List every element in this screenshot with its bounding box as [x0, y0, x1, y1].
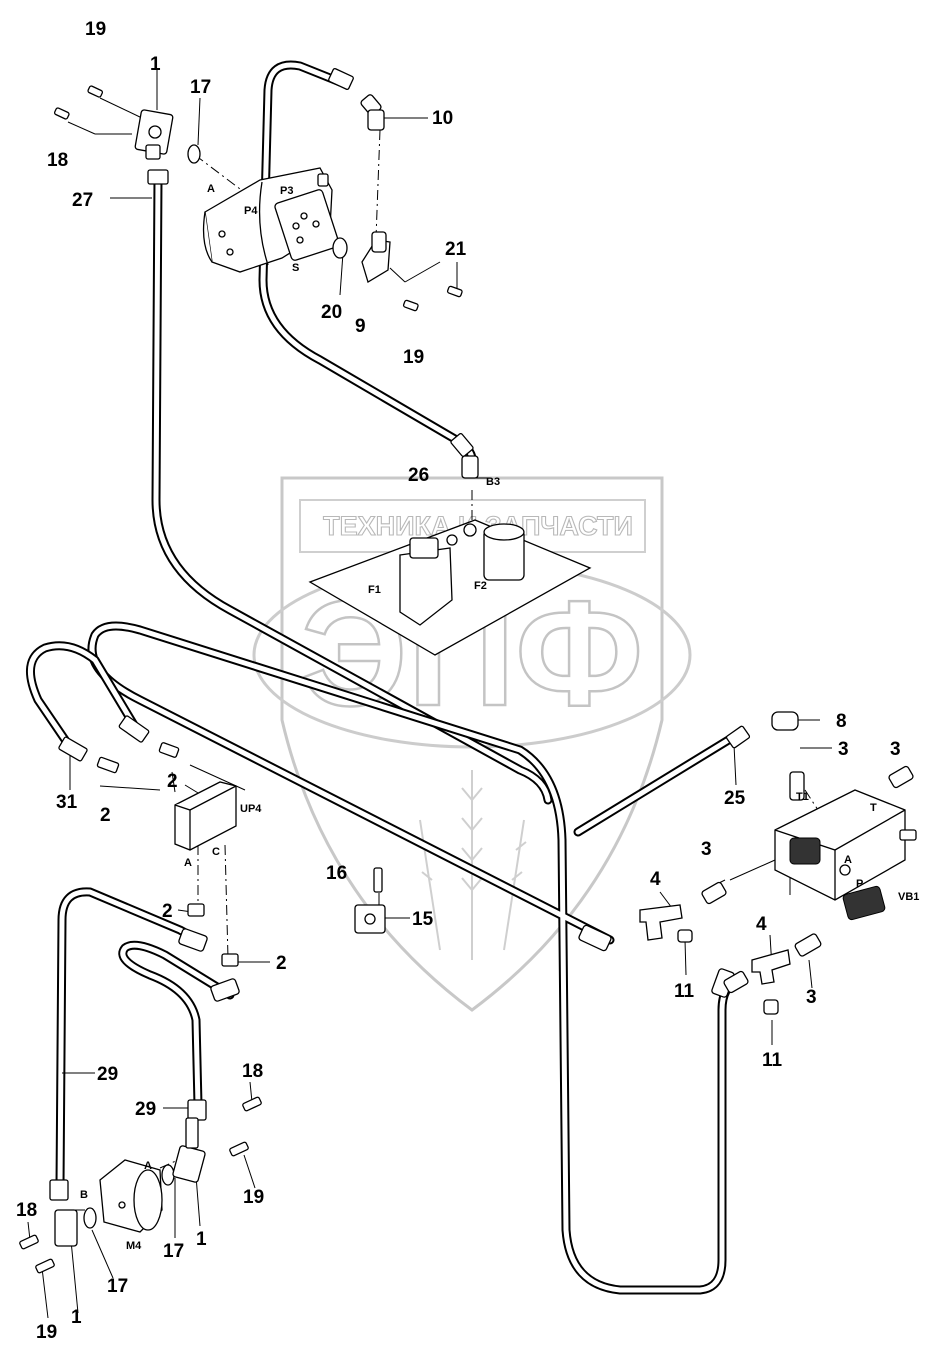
port-label: A [144, 1160, 152, 1172]
up4-block [174, 781, 237, 851]
bolt-icon [402, 285, 463, 312]
port-label: C [212, 846, 220, 858]
callout-label: 1 [150, 54, 161, 75]
bolt-icon [19, 1096, 262, 1274]
elbow-fitting-10 [360, 94, 385, 131]
port-labels: A P3 P4 S B3 F1 F2 UP4 A C T1 T A P VB1 … [80, 183, 919, 1252]
watermark-shield [280, 476, 664, 1012]
callout-label: 8 [836, 711, 847, 732]
callout-label: 4 [650, 869, 661, 890]
callout-label: 27 [72, 190, 93, 211]
callout-label: 17 [107, 1276, 128, 1297]
callout-label: 4 [756, 914, 767, 935]
callout-label: 2 [162, 901, 173, 922]
hose-31 [25, 641, 145, 755]
port-label: M4 [126, 1240, 142, 1252]
callout-label: 18 [242, 1061, 263, 1082]
port-label: A [207, 183, 215, 195]
callout-label: 29 [97, 1064, 118, 1085]
port-label: A [184, 857, 192, 869]
port-label: F1 [368, 584, 381, 596]
filter-plate [308, 519, 592, 656]
port-label: F2 [474, 580, 487, 592]
callout-label: 3 [701, 839, 712, 860]
port-label: UP4 [240, 803, 262, 815]
flange-fitting-left [54, 1209, 78, 1247]
port-label: B [80, 1189, 88, 1201]
hose-29-left [55, 887, 203, 1190]
callout-label: 10 [432, 108, 453, 129]
callout-label: 17 [163, 1241, 184, 1262]
port-label: P [856, 878, 863, 890]
hose-end-fittings [49, 68, 751, 1201]
hose-29-center [118, 940, 235, 1110]
o-ring-icon [83, 1207, 97, 1229]
flange-fitting-9 [361, 231, 391, 283]
callout-label: 17 [190, 77, 211, 98]
callout-label: 1 [71, 1307, 82, 1328]
callout-label: 11 [762, 1050, 783, 1071]
port-label: P4 [244, 205, 258, 217]
callout-label: 26 [408, 465, 429, 486]
o-ring-icon [161, 1164, 175, 1186]
bolt-icon [53, 85, 104, 120]
callout-label: 25 [724, 788, 746, 809]
callout-label: 21 [445, 239, 467, 260]
callout-label: 3 [838, 739, 849, 760]
callout-label: 3 [806, 987, 817, 1008]
callout-label: 20 [321, 302, 342, 323]
port-label: B3 [486, 476, 500, 488]
callout-label: 15 [412, 909, 434, 930]
elbow-fitting-8 [771, 711, 799, 731]
callout-label: 3 [890, 739, 901, 760]
hose-big-loop [87, 621, 745, 1295]
port-label: A [844, 854, 852, 866]
callout-label: 18 [47, 150, 68, 171]
fittings [96, 742, 914, 1015]
vb1-valve [774, 789, 917, 921]
port-label: T1 [796, 791, 809, 803]
clamp-15 [354, 867, 386, 934]
callout-label: 19 [36, 1322, 57, 1343]
port-label: P3 [280, 185, 293, 197]
port-label: VB1 [898, 891, 919, 903]
callout-label: 29 [135, 1099, 156, 1120]
callout-label: 19 [243, 1187, 264, 1208]
callout-label: 1 [196, 1229, 207, 1250]
port-label: T [870, 802, 877, 814]
callout-label: 19 [403, 347, 424, 368]
flange-fitting-lower [172, 1117, 206, 1183]
motor-m4 [99, 1159, 163, 1233]
hose-25 [573, 731, 740, 837]
port-label: S [292, 262, 299, 274]
o-ring-icon [332, 237, 348, 259]
hydraulic-pump [202, 167, 340, 273]
callout-label: 31 [56, 792, 78, 813]
callout-label: 2 [167, 771, 178, 792]
callout-label: 9 [355, 316, 366, 337]
o-ring-icon [187, 144, 201, 164]
hose-27 [151, 173, 553, 805]
callout-label: 16 [326, 863, 347, 884]
callout-label: 11 [674, 981, 695, 1002]
flange-fitting-top [134, 109, 174, 160]
callout-label: 19 [85, 19, 106, 40]
callout-label: 2 [100, 805, 111, 826]
callout-label: 2 [276, 953, 287, 974]
callouts: 19 1 17 18 27 10 21 20 9 19 26 8 3 3 25 … [16, 19, 901, 1343]
callout-label: 18 [16, 1200, 37, 1221]
